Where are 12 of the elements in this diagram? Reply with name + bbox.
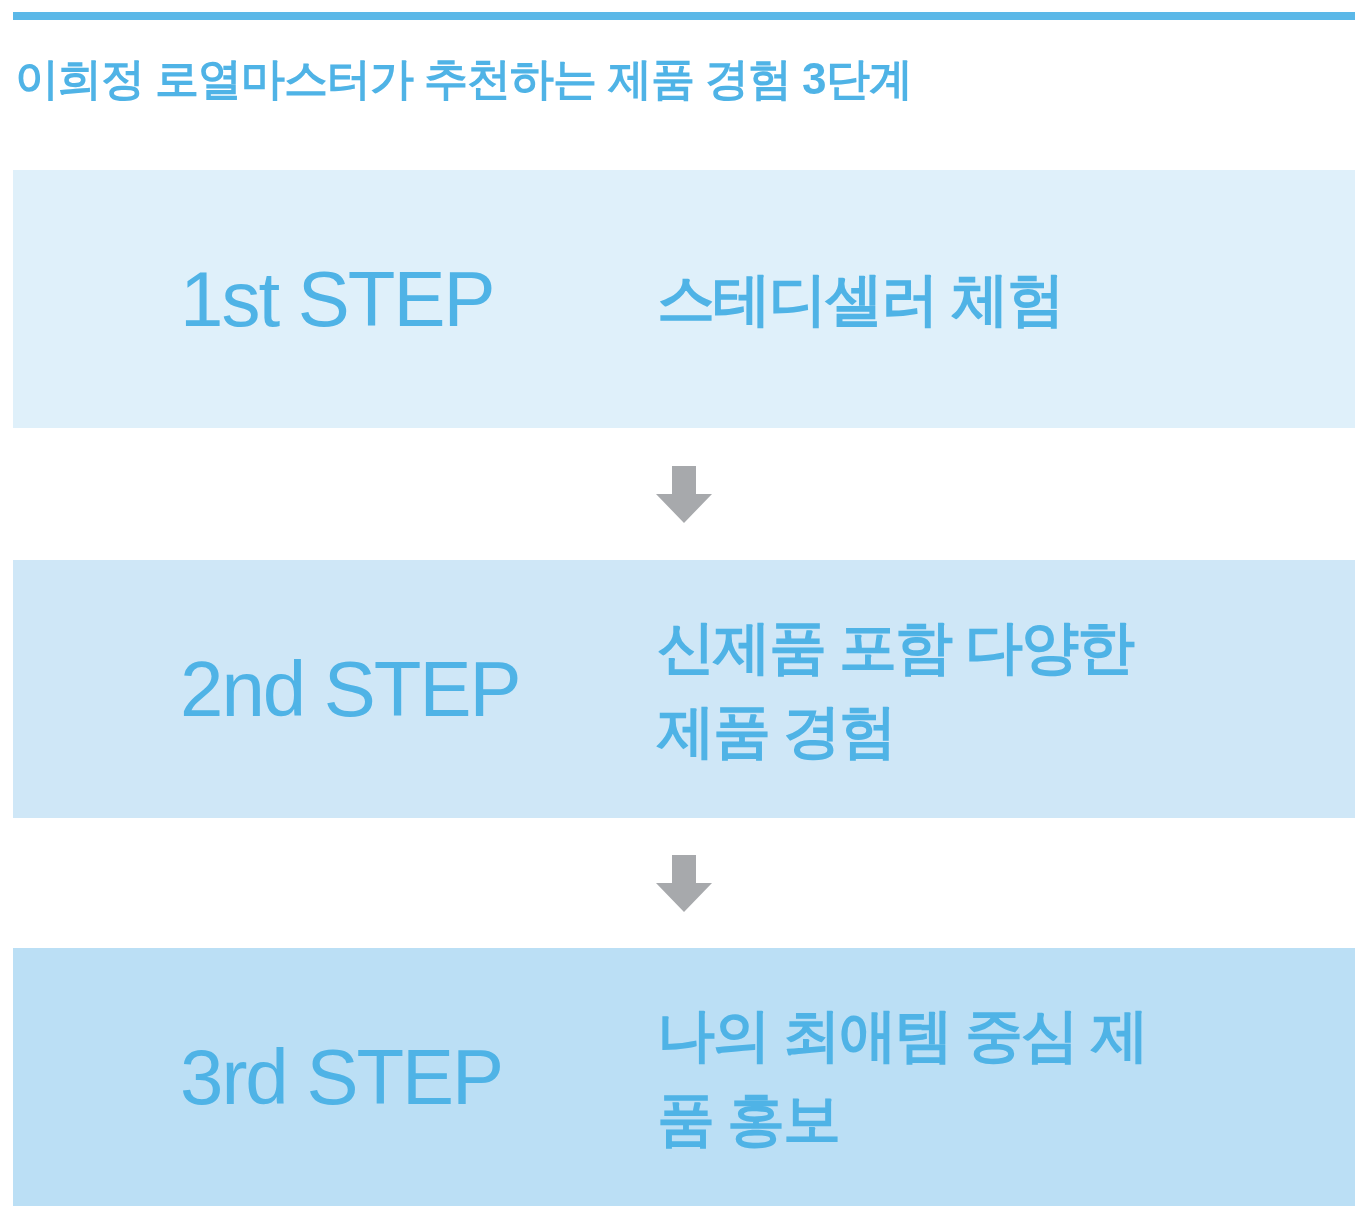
step-description: 스테디셀러 체험 — [657, 265, 1065, 333]
step-description: 신제품 포함 다양한 제품 경험 — [657, 613, 1135, 765]
step-description: 나의 최애템 중심 제품 홍보 — [657, 1001, 1149, 1153]
arrow — [656, 855, 712, 912]
title: 이희정 로열마스터가 추천하는 제품 경험 3단계 — [15, 53, 912, 105]
step-band — [13, 948, 1355, 1206]
step-band — [13, 170, 1355, 428]
step-label: 1st STEP — [180, 253, 494, 345]
step-label: 2nd STEP — [180, 643, 520, 735]
step-band — [13, 560, 1355, 818]
step-label: 3rd STEP — [180, 1031, 503, 1123]
arrow — [656, 466, 712, 523]
